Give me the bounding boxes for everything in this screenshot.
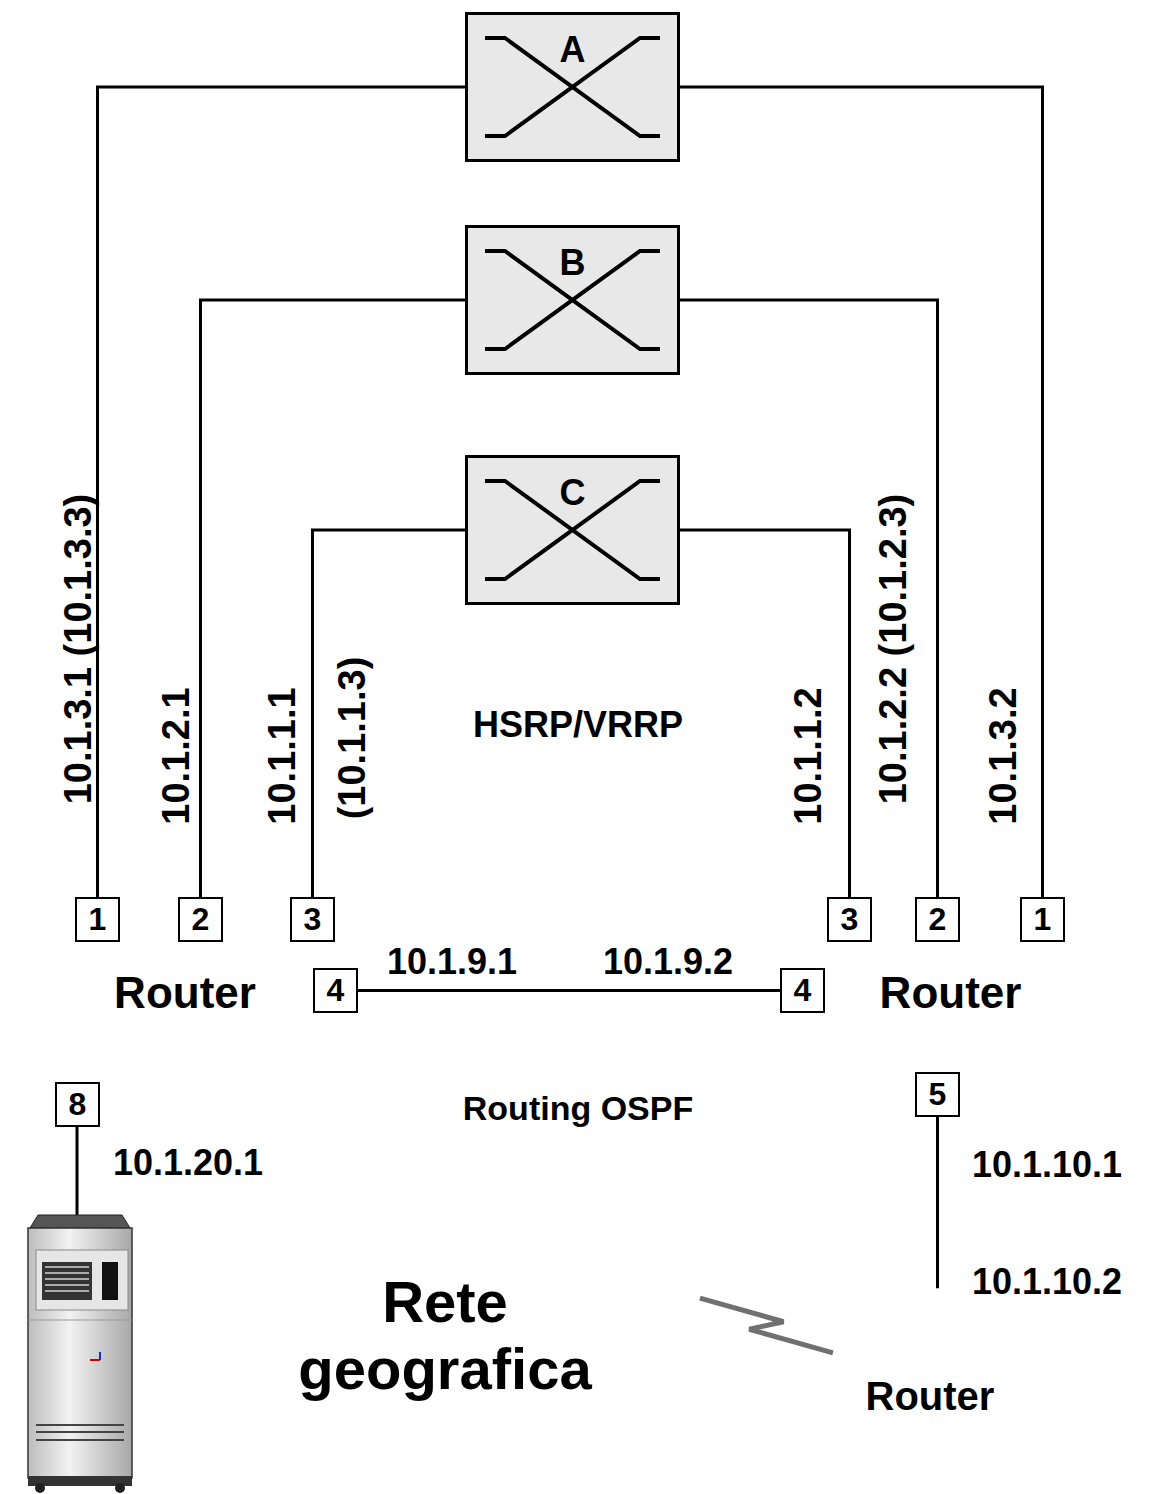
ip-address: 10.1.10.2 xyxy=(972,1264,1122,1300)
server-wheel xyxy=(35,1483,45,1493)
switch-letter: C xyxy=(560,472,586,513)
ip-address: 10.1.9.2 xyxy=(603,944,733,980)
router-label: Router xyxy=(114,968,256,1019)
network-link xyxy=(680,300,938,897)
server-wheel xyxy=(115,1483,125,1493)
ip-address: (10.1.1.3) xyxy=(333,657,371,820)
switch-letter: B xyxy=(560,242,586,283)
port-box: 1 xyxy=(1020,897,1065,942)
server-seam xyxy=(28,1320,132,1321)
ip-address: 10.1.9.1 xyxy=(387,944,517,980)
protocol-label: HSRP/VRRP xyxy=(473,707,683,743)
switch-box: C xyxy=(465,455,680,605)
ip-address: 10.1.1.1 xyxy=(263,687,301,824)
router-ellipse: Router 3 2 1 4 5 xyxy=(775,845,1130,1125)
router-ellipse: Router1 2 34 8 xyxy=(10,845,360,1125)
router-shape xyxy=(777,847,1128,1123)
network-link xyxy=(98,87,466,897)
port-box: 2 xyxy=(178,897,223,942)
router-shape xyxy=(827,1290,1033,1494)
network-link xyxy=(680,530,850,897)
network-link xyxy=(201,300,466,897)
port-number: 4 xyxy=(794,972,812,1009)
cloud-layer xyxy=(210,1205,735,1477)
server-body xyxy=(28,1228,132,1478)
cloud-puff xyxy=(595,1290,735,1430)
switch-letter: A xyxy=(560,29,586,70)
cloud-puff xyxy=(582,1296,728,1442)
network-cloud: Rete geografica xyxy=(195,1200,745,1485)
server-led xyxy=(99,1352,101,1360)
router-label: Router xyxy=(880,968,1022,1019)
port-number: 2 xyxy=(929,901,947,938)
port-number: 1 xyxy=(1034,901,1052,938)
switch-box: A xyxy=(465,12,680,162)
port-number: 5 xyxy=(929,1076,947,1113)
ip-address: 10.1.1.2 xyxy=(789,687,827,824)
router-label: Router xyxy=(866,1373,995,1419)
protocol-label: Routing OSPF xyxy=(463,1091,693,1125)
server-drive-lines xyxy=(45,1267,89,1291)
network-link xyxy=(936,1117,939,1288)
port-box: 4 xyxy=(780,968,825,1013)
cloud-puff xyxy=(592,1287,738,1433)
ip-address: 10.1.2.2 (10.1.2.3) xyxy=(874,494,912,805)
port-box: 1 xyxy=(75,897,120,942)
ip-address: 10.1.20.1 xyxy=(113,1145,263,1181)
router-circle: Router xyxy=(825,1288,1035,1494)
port-box: 4 xyxy=(313,968,358,1013)
network-link xyxy=(313,530,466,897)
server-cap xyxy=(30,1215,130,1228)
server-block xyxy=(102,1262,118,1300)
ip-address: 10.1.10.1 xyxy=(972,1147,1122,1183)
ip-address: 10.1.3.2 xyxy=(984,687,1022,824)
cloud-puff xyxy=(227,1261,693,1457)
cloud-label: Rete geografica xyxy=(265,1269,625,1402)
port-box: 2 xyxy=(915,897,960,942)
server-vents xyxy=(36,1425,124,1440)
port-box: 3 xyxy=(290,897,335,942)
cloud-layer xyxy=(197,1211,728,1489)
cloud-puff xyxy=(237,1252,703,1448)
cloud-puff xyxy=(240,1255,700,1445)
server-wire xyxy=(76,1127,79,1216)
ip-address: 10.1.3.1 (10.1.3.3) xyxy=(59,494,97,805)
switch-box: B xyxy=(465,225,680,375)
port-number: 1 xyxy=(89,901,107,938)
server-led xyxy=(90,1359,100,1361)
network-link xyxy=(680,87,1043,897)
server-drive xyxy=(42,1262,92,1300)
cloud-layer xyxy=(207,1202,738,1480)
port-box: 3 xyxy=(827,897,872,942)
port-number: 2 xyxy=(192,901,210,938)
port-number: 8 xyxy=(69,1086,87,1123)
port-box: 5 xyxy=(915,1072,960,1117)
port-number: 4 xyxy=(327,972,345,1009)
wan-link xyxy=(700,1298,833,1353)
port-number: 3 xyxy=(841,901,859,938)
server-panel xyxy=(36,1250,128,1310)
server-base xyxy=(28,1476,132,1486)
port-number: 3 xyxy=(304,901,322,938)
ip-address: 10.1.2.1 xyxy=(157,687,195,824)
network-link xyxy=(358,989,780,992)
port-box: 8 xyxy=(55,1082,100,1127)
